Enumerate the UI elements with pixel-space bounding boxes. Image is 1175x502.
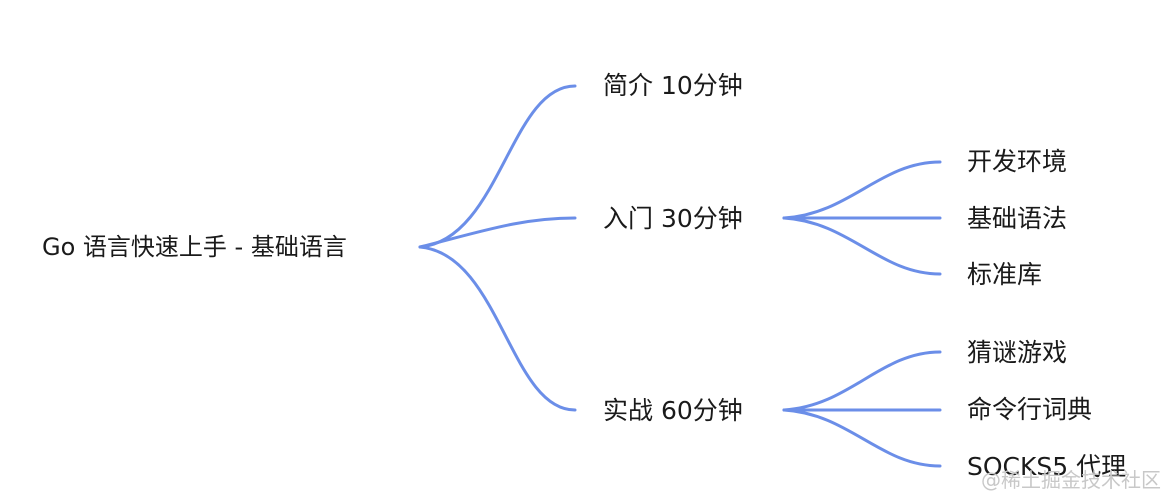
edge-practice-game (782, 350, 942, 412)
watermark: @稀土掘金技术社区 (981, 468, 1161, 492)
edge-practice-socks5 (782, 408, 942, 468)
branch-intro: 简介 10分钟 (603, 71, 743, 100)
edge-root-practice (418, 245, 577, 412)
edge-basics-stdlib (782, 216, 942, 276)
leaf-basic-syntax: 基础语法 (967, 204, 1068, 233)
leaf-cli-dictionary: 命令行词典 (967, 395, 1093, 424)
root-node: Go 语言快速上手 - 基础语言 (42, 233, 347, 261)
edge-root-intro (418, 84, 577, 249)
leaf-dev-environment: 开发环境 (967, 147, 1068, 176)
leaf-guess-game: 猜谜游戏 (967, 338, 1068, 367)
leaf-socks5-proxy: SOCKS5 代理 (967, 452, 1127, 481)
leaf-stdlib: 标准库 (967, 260, 1043, 289)
edge-basics-env (782, 160, 942, 220)
branch-basics: 入门 30分钟 (603, 204, 743, 233)
branch-practice: 实战 60分钟 (603, 396, 743, 425)
edge-root-basics (418, 216, 577, 249)
